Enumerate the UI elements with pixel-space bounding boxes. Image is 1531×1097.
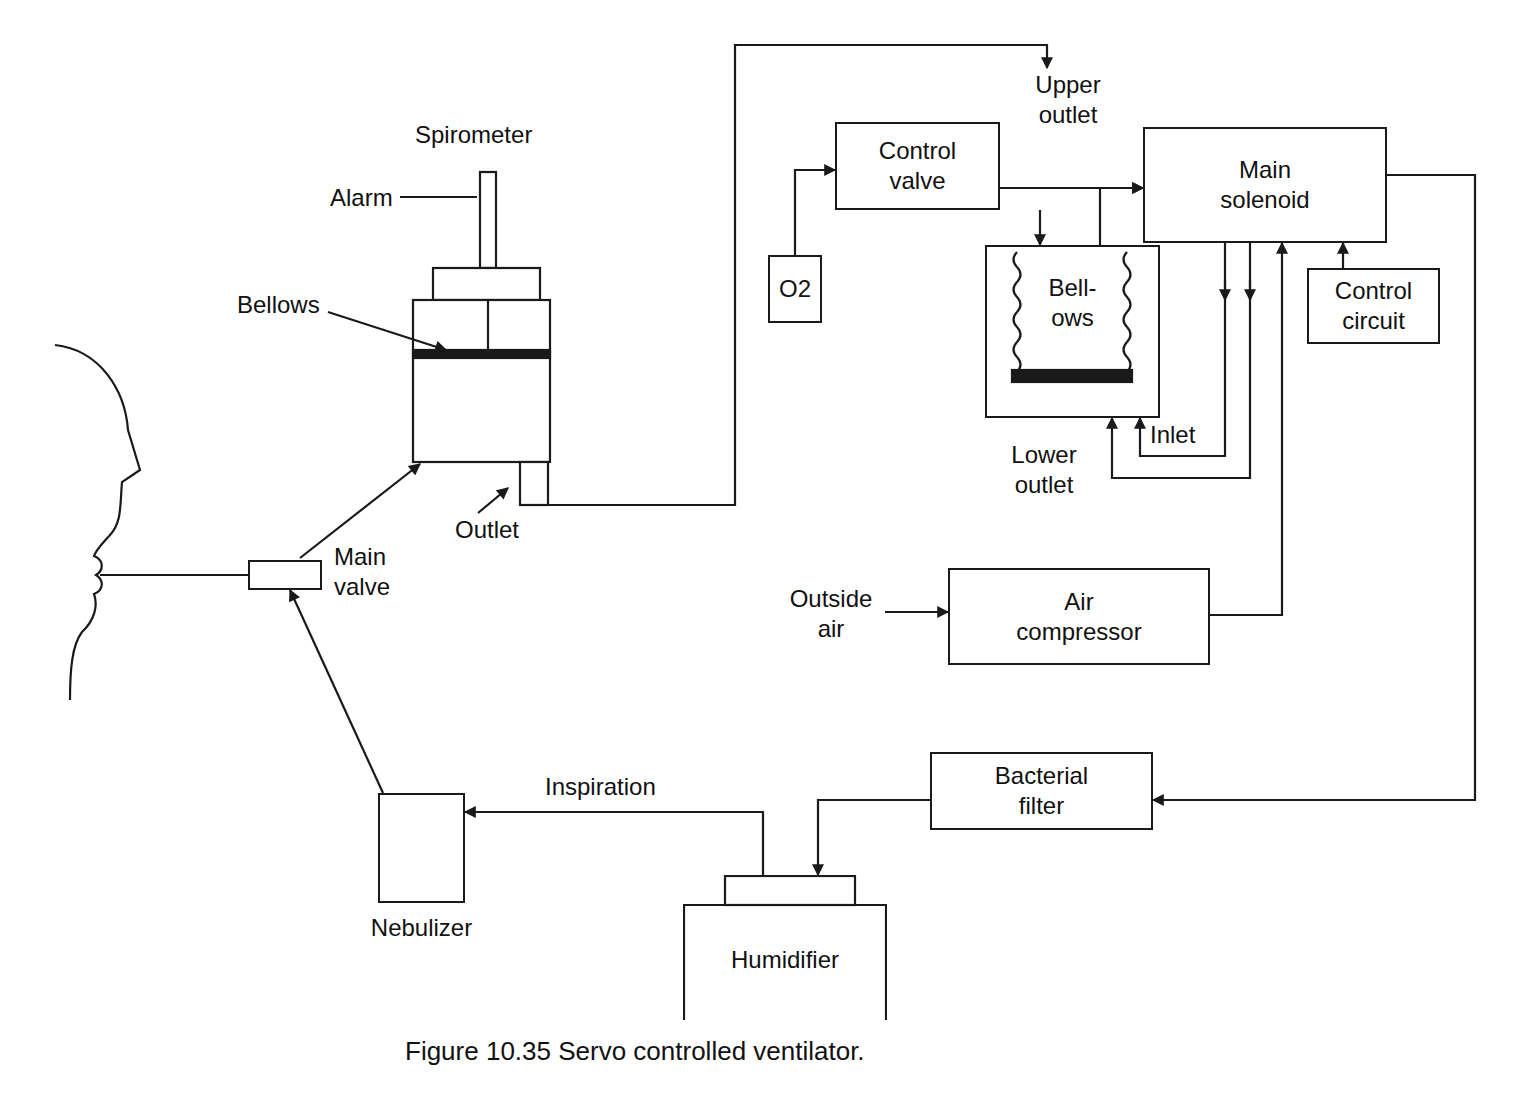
bellows-plate bbox=[1012, 370, 1132, 382]
alarm-leader bbox=[400, 196, 477, 198]
flow-connector bbox=[290, 590, 383, 793]
flow-connector bbox=[1112, 243, 1250, 478]
flow-connector bbox=[818, 800, 930, 875]
node-text: O2 bbox=[779, 274, 811, 304]
outlet-leader bbox=[478, 488, 508, 513]
flow-connector bbox=[465, 812, 763, 875]
face-profile bbox=[55, 345, 140, 700]
spirometer-bellows-plate bbox=[413, 350, 550, 358]
flow-connector bbox=[1210, 243, 1282, 615]
node-text: Main valve bbox=[334, 542, 390, 602]
flow-connector bbox=[795, 170, 835, 255]
main-valve-box: Main valve bbox=[248, 560, 322, 590]
nebulizer-box: Nebulizer bbox=[378, 793, 465, 903]
spirometer-outlet bbox=[520, 462, 548, 505]
part-label: Alarm bbox=[330, 183, 393, 213]
control-circuit-box: Control circuit bbox=[1307, 268, 1440, 344]
mouth-tube bbox=[100, 574, 248, 576]
bellows-fold bbox=[1124, 252, 1131, 372]
edge-label: Inspiration bbox=[545, 772, 656, 802]
node-text: Control circuit bbox=[1319, 276, 1429, 336]
part-label: Lower outlet bbox=[995, 440, 1093, 500]
flow-connector bbox=[1100, 188, 1143, 245]
oxygen-box: O2 bbox=[768, 255, 822, 323]
humidifier-body bbox=[684, 905, 886, 1020]
outside-air-arrow bbox=[885, 611, 948, 613]
flow-connector bbox=[1342, 243, 1344, 268]
bellows-fold bbox=[1014, 252, 1021, 372]
flow-connector bbox=[1153, 175, 1475, 800]
bacterial-filter-box: Bacterial filter bbox=[930, 752, 1153, 830]
humidifier-cap bbox=[725, 876, 855, 905]
spirometer-cap bbox=[433, 268, 540, 300]
humidifier-vessel: Humidifier bbox=[683, 875, 887, 1020]
control-valve-box: Control valve bbox=[835, 122, 1000, 210]
part-label: Outside air bbox=[785, 584, 877, 644]
air-compressor-box: Air compressor bbox=[948, 568, 1210, 665]
outlet-line bbox=[548, 45, 1047, 505]
spirometer-body bbox=[413, 300, 550, 462]
bellows-folds bbox=[1014, 252, 1131, 372]
figure-caption: Figure 10.35 Servo controlled ventilator… bbox=[405, 1036, 865, 1067]
spirometer-rod bbox=[480, 172, 496, 268]
node-text: Air compressor bbox=[1009, 587, 1149, 647]
part-label: Upper outlet bbox=[1022, 70, 1114, 130]
part-label: Spirometer bbox=[415, 120, 532, 150]
node-text: Nebulizer bbox=[371, 913, 472, 943]
flow-connector bbox=[1140, 243, 1225, 456]
node-text: Humidifier bbox=[731, 945, 839, 975]
part-label: Inlet bbox=[1150, 420, 1195, 450]
part-label: Outlet bbox=[455, 515, 519, 545]
node-text: Bacterial filter bbox=[982, 761, 1102, 821]
spirometer-rod-inner bbox=[487, 300, 489, 350]
main-solenoid-box: Main solenoid bbox=[1143, 127, 1387, 243]
bellows-box: Bell- ows bbox=[985, 245, 1160, 418]
bellows-leader bbox=[328, 312, 446, 350]
flow-connector bbox=[1039, 210, 1041, 245]
node-text: Bell- ows bbox=[1038, 273, 1108, 333]
part-label: Bellows bbox=[237, 290, 320, 320]
node-text: Main solenoid bbox=[1200, 155, 1330, 215]
node-text: Control valve bbox=[863, 136, 973, 196]
